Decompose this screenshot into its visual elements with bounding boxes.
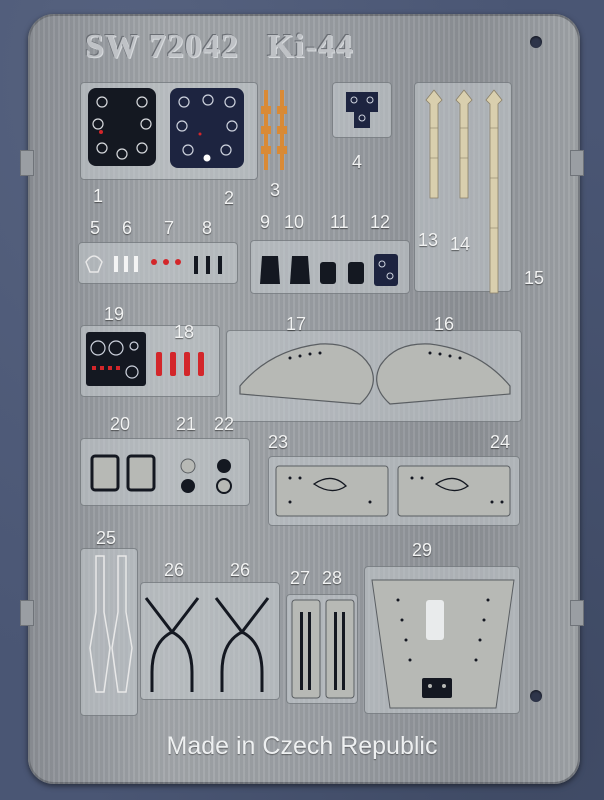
parts-23-24-consoles bbox=[275, 465, 511, 517]
parts-20-22 bbox=[90, 454, 232, 494]
part-number-6: 6 bbox=[122, 218, 133, 238]
part-number-22: 22 bbox=[214, 414, 235, 434]
part-29-floor-plate bbox=[371, 579, 515, 709]
part-number-9: 9 bbox=[260, 212, 271, 232]
fret-tab-left-top bbox=[20, 150, 34, 176]
mounting-hole-bottom-right bbox=[530, 690, 542, 702]
part-number-19: 19 bbox=[104, 304, 125, 324]
part-area-26 bbox=[140, 582, 280, 700]
instrument-panel-2 bbox=[170, 88, 244, 168]
part-number-4: 4 bbox=[352, 152, 363, 172]
fret-tab-right-top bbox=[570, 150, 584, 176]
part-18-levers bbox=[156, 352, 204, 376]
part-19-panel bbox=[86, 332, 146, 386]
part-number-10: 10 bbox=[284, 212, 305, 232]
part-number-23: 23 bbox=[268, 432, 289, 452]
mounting-hole-top-right bbox=[530, 36, 542, 48]
part-number-28: 28 bbox=[322, 568, 343, 588]
part-number-8: 8 bbox=[202, 218, 213, 238]
part-number-27: 27 bbox=[290, 568, 311, 588]
part-number-12: 12 bbox=[370, 212, 391, 232]
part-number-15: 15 bbox=[524, 268, 545, 288]
part-25-rudder-pedals bbox=[89, 555, 133, 693]
part-number-25: 25 bbox=[96, 528, 117, 548]
part-number-17: 17 bbox=[286, 314, 307, 334]
part-number-5: 5 bbox=[90, 218, 101, 238]
part-number-7: 7 bbox=[164, 218, 175, 238]
part-4-small-panel bbox=[346, 92, 378, 128]
part-number-13: 13 bbox=[418, 230, 439, 250]
instrument-panel-1 bbox=[88, 88, 156, 166]
parts-5-8-switches bbox=[85, 255, 222, 274]
part-area-25 bbox=[80, 548, 138, 716]
parts-13-14-15-belts bbox=[425, 89, 503, 294]
parts-16-17-seats bbox=[239, 343, 511, 405]
fret-tab-right-bottom bbox=[570, 600, 584, 626]
part-number-14: 14 bbox=[450, 234, 471, 254]
fret-tab-left-bottom bbox=[20, 600, 34, 626]
part-number-3: 3 bbox=[270, 180, 281, 200]
part-number-29: 29 bbox=[412, 540, 433, 560]
part-number-24: 24 bbox=[490, 432, 511, 452]
parts-26-brackets bbox=[144, 597, 270, 692]
part-number-1: 1 bbox=[93, 186, 104, 206]
part-number-2: 2 bbox=[224, 188, 235, 208]
part-number-16: 16 bbox=[434, 314, 455, 334]
part-area-5-8 bbox=[78, 242, 238, 284]
part-number-18: 18 bbox=[174, 322, 195, 342]
part-number-26a: 26 bbox=[164, 560, 185, 580]
part-number-20: 20 bbox=[110, 414, 131, 434]
part-3-levers bbox=[261, 90, 287, 170]
part-number-21: 21 bbox=[176, 414, 197, 434]
parts-27-28-panels bbox=[291, 599, 355, 699]
part-number-26b: 26 bbox=[230, 560, 251, 580]
parts-9-12-panels bbox=[260, 254, 398, 286]
fret-footer-text: Made in Czech Republic bbox=[166, 732, 438, 760]
fret-title: SW 72042 Ki-44 bbox=[85, 28, 354, 65]
part-number-11: 11 bbox=[330, 212, 349, 232]
